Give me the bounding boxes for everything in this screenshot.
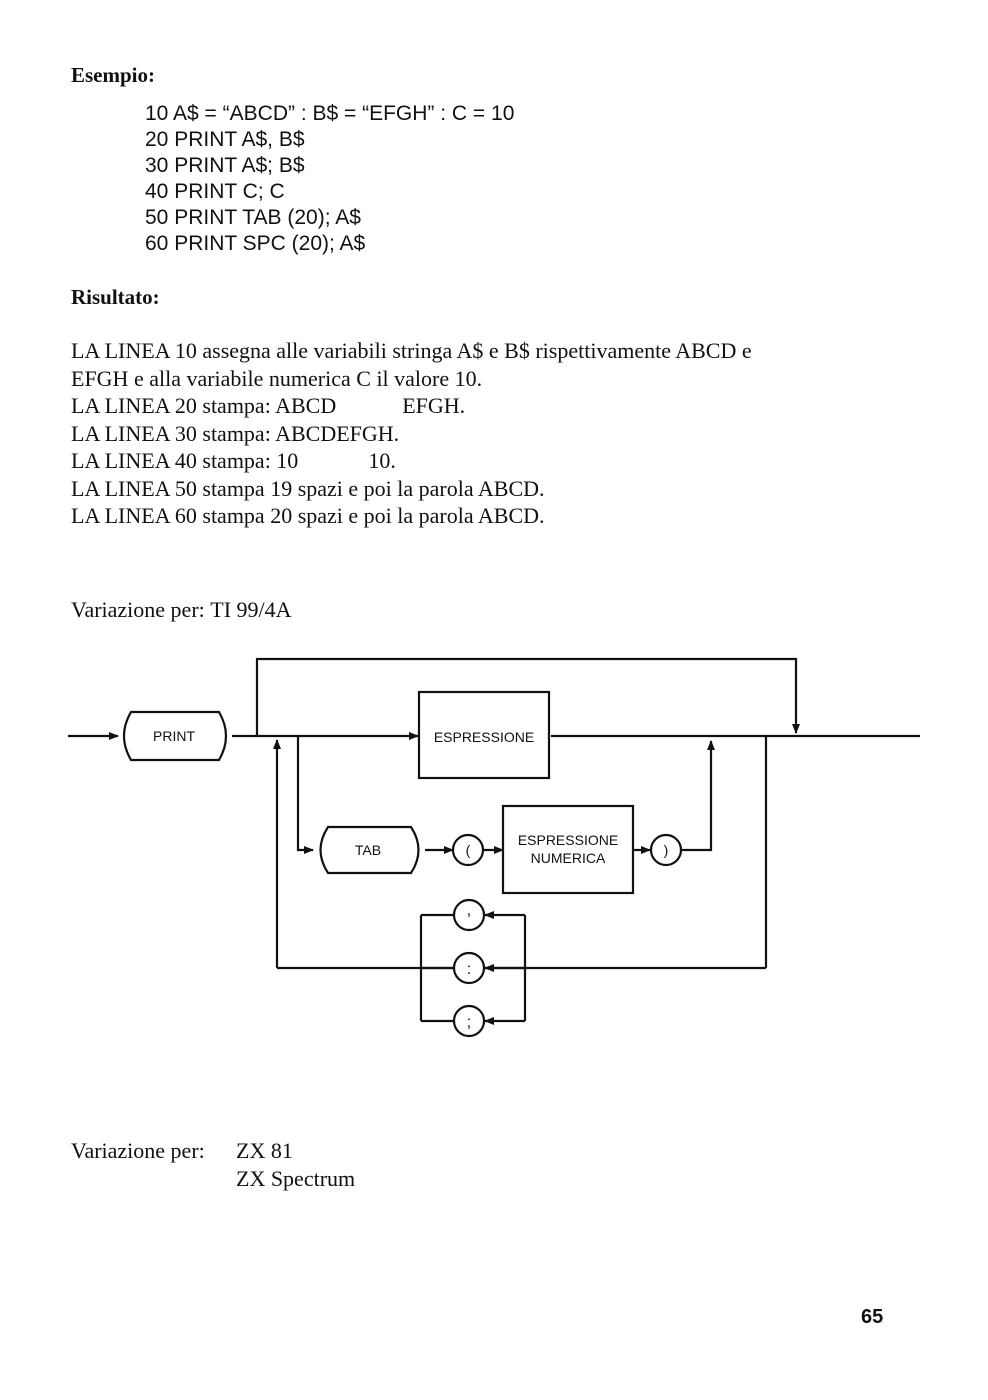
tab-terminal	[319, 825, 420, 875]
variation-system: TI 99/4A	[210, 597, 292, 622]
esempio-heading: Esempio:	[71, 63, 155, 87]
open-paren-label: (	[466, 842, 471, 858]
comma-circle	[452, 898, 486, 932]
code-line: 10 A$ = “ABCD” : B$ = “EFGH” : C = 10	[145, 102, 515, 125]
code-line: 50 PRINT TAB (20); A$	[145, 206, 361, 229]
result-line-20-prefix: LA LINEA 20 stampa: ABCD	[71, 393, 337, 418]
result-line-20: LA LINEA 20 stampa: ABCD EFGH.	[71, 392, 465, 420]
result-line-40-suffix: 10.	[368, 448, 396, 473]
paragraph-line: EFGH e alla variabile numerica C il valo…	[71, 366, 483, 391]
result-line-60: LA LINEA 60 stampa 20 spazi e poi la par…	[71, 503, 545, 528]
variation-ti-label: Variazione per: TI 99/4A	[71, 596, 292, 624]
tab-label: TAB	[355, 842, 381, 858]
code-line: 40 PRINT C; C	[145, 180, 285, 203]
result-line-20-suffix: EFGH.	[402, 393, 466, 418]
colon-label: :	[467, 961, 471, 978]
code-line: 20 PRINT A$, B$	[145, 128, 305, 151]
variation-zx-system-2: ZX Spectrum	[236, 1166, 356, 1191]
espressione-numerica-box	[501, 804, 635, 895]
espressione-box	[417, 690, 551, 780]
espressione-numerica-label-1: ESPRESSIONE	[518, 832, 618, 848]
semicolon-label: ;	[467, 1014, 471, 1031]
comma-label: ,	[467, 902, 471, 919]
colon-circle	[452, 951, 486, 985]
result-line-40-prefix: LA LINEA 40 stampa: 10	[71, 448, 299, 473]
espressione-numerica-label-2: NUMERICA	[531, 850, 606, 866]
tab-branch-out	[681, 740, 715, 852]
code-line: 30 PRINT A$; B$	[145, 154, 305, 177]
page-number: 65	[861, 1306, 884, 1328]
code-line: 60 PRINT SPC (20); A$	[145, 232, 366, 255]
close-paren-label: )	[664, 842, 669, 858]
result-line-50: LA LINEA 50 stampa 19 spazi e poi la par…	[71, 476, 545, 501]
risultato-heading: Risultato:	[71, 285, 160, 309]
variation-zx-system-1: ZX 81	[236, 1138, 293, 1163]
espressione-label: ESPRESSIONE	[434, 729, 534, 745]
variation-zx-label: Variazione per:	[71, 1138, 205, 1163]
print-label: PRINT	[153, 728, 195, 744]
variation-label: Variazione per:	[71, 597, 205, 622]
syntax-diagram: PRINT ESPRESSIONE TAB ( ESPRESSIONE NUME…	[68, 657, 920, 1038]
semicolon-circle	[452, 1004, 486, 1038]
result-line-30: LA LINEA 30 stampa: ABCDEFGH.	[71, 421, 400, 446]
result-line-40: LA LINEA 40 stampa: 10 10.	[71, 447, 396, 475]
paragraph-line: LA LINEA 10 assegna alle variabili strin…	[71, 338, 752, 363]
close-paren-circle	[649, 833, 683, 867]
open-paren-circle	[451, 833, 485, 867]
tab-branch-in	[296, 736, 314, 854]
print-terminal	[122, 710, 228, 762]
bypass-path	[255, 657, 800, 736]
